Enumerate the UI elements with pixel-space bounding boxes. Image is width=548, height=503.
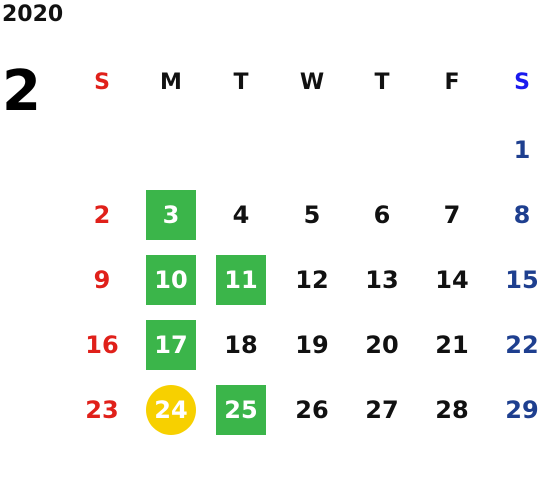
weekday-header: F <box>444 69 460 95</box>
calendar-day[interactable]: 7 <box>443 201 461 229</box>
calendar-day[interactable]: 3 <box>146 190 196 240</box>
weekday-header: T <box>233 69 249 95</box>
calendar-day[interactable]: 4 <box>232 201 250 229</box>
weekday-header: T <box>374 69 390 95</box>
weekday-header: M <box>160 69 182 95</box>
calendar-day[interactable]: 15 <box>505 266 539 294</box>
calendar-day[interactable]: 26 <box>295 396 329 424</box>
calendar-day[interactable]: 24 <box>146 385 196 435</box>
calendar-day[interactable]: 5 <box>303 201 321 229</box>
calendar-day[interactable]: 9 <box>93 266 111 294</box>
weekday-header: S <box>514 69 530 95</box>
calendar-day[interactable]: 12 <box>295 266 329 294</box>
month-label: 2 <box>2 59 41 124</box>
weekday-header: W <box>299 69 325 95</box>
calendar-day[interactable]: 25 <box>216 385 266 435</box>
calendar-day[interactable]: 2 <box>93 201 111 229</box>
calendar-day[interactable]: 8 <box>513 201 531 229</box>
year-label: 2020 <box>2 2 64 27</box>
calendar-day[interactable]: 27 <box>365 396 399 424</box>
calendar-day[interactable]: 19 <box>295 331 329 359</box>
calendar-day[interactable]: 23 <box>85 396 119 424</box>
calendar-day[interactable]: 18 <box>224 331 258 359</box>
calendar-day[interactable]: 28 <box>435 396 469 424</box>
calendar-day[interactable]: 20 <box>365 331 399 359</box>
calendar-day[interactable]: 11 <box>216 255 266 305</box>
calendar-day[interactable]: 14 <box>435 266 469 294</box>
weekday-header: S <box>94 69 110 95</box>
calendar-day[interactable]: 10 <box>146 255 196 305</box>
calendar-day[interactable]: 21 <box>435 331 469 359</box>
calendar-day[interactable]: 22 <box>505 331 539 359</box>
calendar-day[interactable]: 17 <box>146 320 196 370</box>
calendar-day[interactable]: 16 <box>85 331 119 359</box>
calendar-day[interactable]: 13 <box>365 266 399 294</box>
calendar-day[interactable]: 6 <box>373 201 391 229</box>
calendar-day[interactable]: 1 <box>513 136 531 164</box>
calendar-day[interactable]: 29 <box>505 396 539 424</box>
